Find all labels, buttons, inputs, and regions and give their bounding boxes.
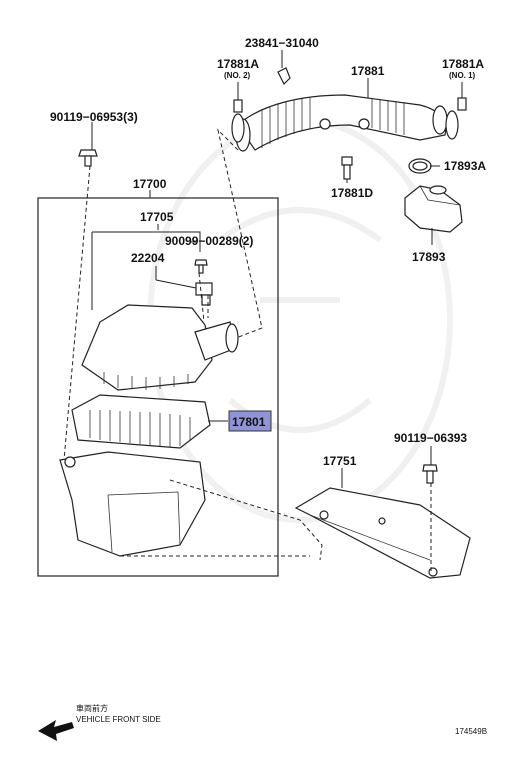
assembly-frame-17700 [37, 197, 279, 577]
hose-clamp-no1[interactable] [445, 97, 467, 140]
bolt-17881d[interactable] [341, 156, 353, 180]
air-inlet-17751[interactable] [294, 487, 471, 579]
jp-direction-label: 車両前方 [76, 703, 108, 713]
filter-element-17801[interactable] [71, 394, 211, 449]
intake-hose-17881[interactable] [235, 94, 448, 152]
assembly-dashed-lines [63, 128, 432, 572]
direction-label: VEHICLE FRONT SIDE [76, 715, 161, 724]
resonator-17893[interactable] [404, 185, 463, 233]
bolt-90099-00289[interactable] [194, 259, 208, 274]
label-90099-00289[interactable]: 90099−00289(2) [165, 234, 253, 248]
label-17751[interactable]: 17751 [323, 454, 357, 468]
label-17893[interactable]: 17893 [412, 250, 446, 264]
label-17881a-no1-sub: (NO. 1) [449, 71, 476, 80]
label-17700[interactable]: 17700 [133, 177, 167, 191]
airflow-meter-22204[interactable] [195, 282, 213, 306]
case-cap-17705[interactable] [81, 304, 239, 391]
label-17881a-no1[interactable]: 17881A [442, 57, 484, 71]
bolt-90119-06953[interactable] [78, 149, 98, 167]
label-17801[interactable]: 17801 [232, 415, 266, 429]
case-lower[interactable] [59, 451, 206, 557]
bolt-90119-06393[interactable] [422, 464, 438, 484]
clamp-23841[interactable] [277, 67, 291, 86]
label-17881d[interactable]: 17881D [331, 186, 373, 200]
label-22204[interactable]: 22204 [131, 251, 165, 265]
arrow-left-icon [38, 720, 74, 741]
label-17705[interactable]: 17705 [140, 210, 174, 224]
highlight-box-17801 [228, 410, 272, 432]
label-17881[interactable]: 17881 [351, 64, 385, 78]
vehicle-front-indicator: 車両前方 VEHICLE FRONT SIDE [38, 703, 161, 741]
label-17881a-no2[interactable]: 17881A [217, 57, 259, 71]
label-23841-31040[interactable]: 23841−31040 [245, 36, 319, 50]
clamp-17893a[interactable] [408, 158, 432, 174]
leader-lines [91, 50, 463, 488]
label-90119-06393[interactable]: 90119−06393 [394, 431, 467, 445]
label-17893a[interactable]: 17893A [444, 159, 486, 173]
label-17881a-no2-sub: (NO. 2) [224, 71, 251, 80]
label-90119-06953[interactable]: 90119−06953(3) [50, 110, 138, 124]
diagram-code: 174549B [455, 727, 487, 736]
hose-clamp-no2[interactable] [231, 99, 245, 143]
